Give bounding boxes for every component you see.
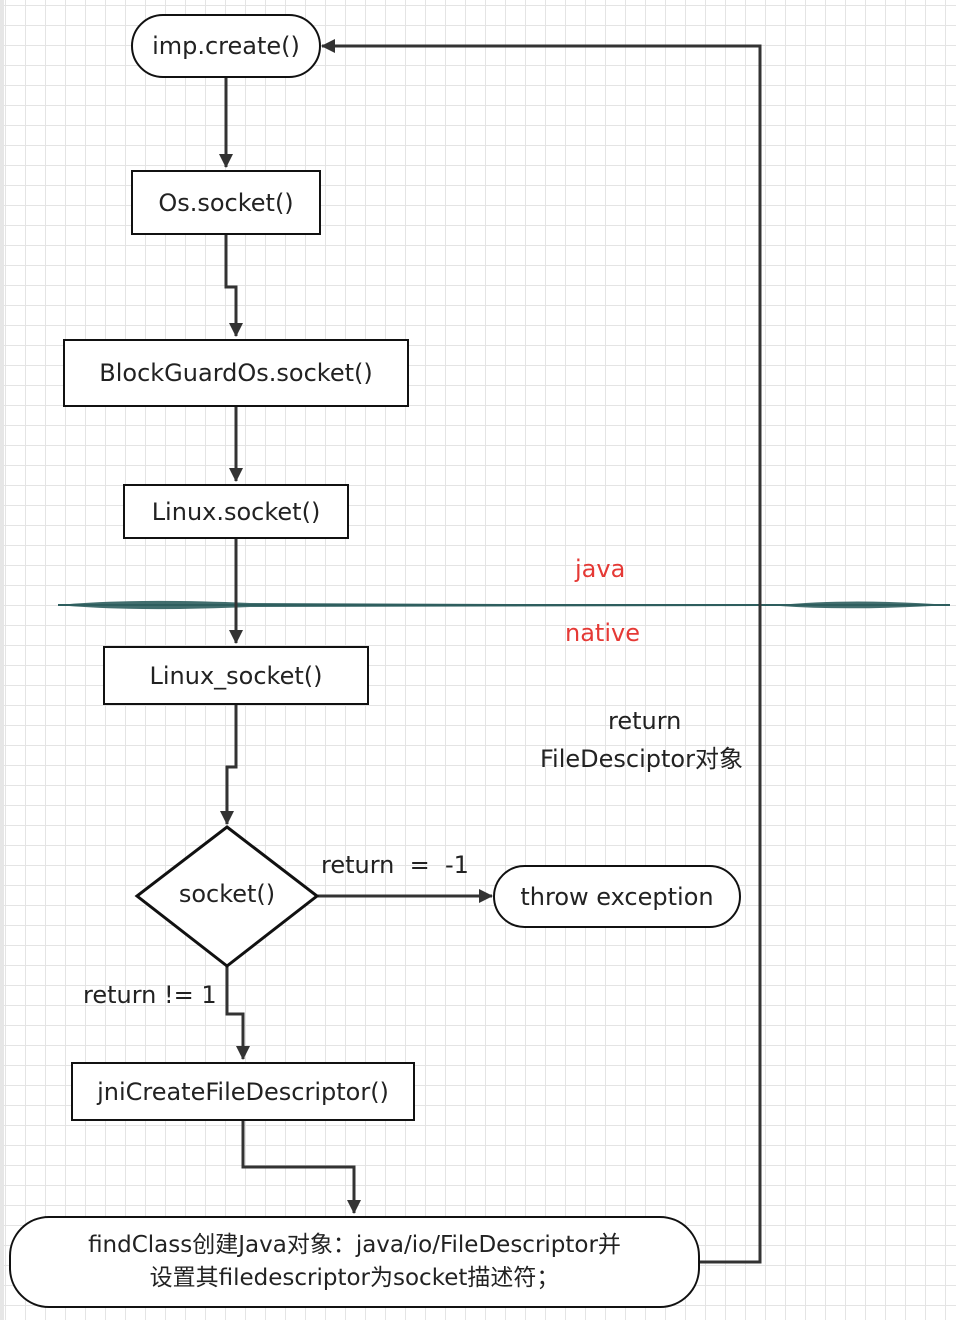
left-edge-strip: [0, 0, 4, 1320]
return-label-line1: return: [608, 707, 682, 735]
socket-decision-diamond: [134, 825, 320, 968]
return-label-line2: FileDesciptor对象: [540, 745, 743, 773]
edge-return-loop: [321, 39, 762, 1264]
os-socket-label: Os.socket(): [158, 188, 294, 217]
edge-native-to-decision: [220, 704, 238, 825]
jni-create-label: jniCreateFileDescriptor(): [97, 1077, 389, 1106]
return-minus-one-label: return = -1: [321, 851, 469, 879]
throw-exception-label: throw exception: [520, 882, 714, 911]
linux-socket-node[interactable]: Linux.socket(): [123, 484, 349, 539]
edge-decision-to-jni: [225, 966, 250, 1060]
native-layer-label: native: [565, 619, 640, 647]
throw-exception-node[interactable]: throw exception: [493, 865, 741, 928]
linux-native-socket-label: Linux_socket(): [149, 661, 323, 690]
return-not-one-label: return != 1: [83, 981, 217, 1009]
blockguard-socket-label: BlockGuardOs.socket(): [99, 359, 373, 387]
jni-create-node[interactable]: jniCreateFileDescriptor(): [71, 1062, 415, 1121]
java-layer-label: java: [575, 555, 626, 583]
imp-create-node[interactable]: imp.create(): [131, 14, 321, 78]
edge-os-to-blockguard: [224, 234, 243, 337]
blockguard-socket-node[interactable]: BlockGuardOs.socket(): [63, 339, 409, 407]
java-native-divider: [58, 600, 950, 610]
os-socket-node[interactable]: Os.socket(): [131, 170, 321, 235]
linux-socket-label: Linux.socket(): [151, 497, 321, 526]
linux-native-socket-node[interactable]: Linux_socket(): [103, 646, 369, 705]
find-class-label-line1: findClass创建Java对象：java/io/FileDescriptor…: [88, 1232, 621, 1258]
imp-create-label: imp.create(): [152, 32, 300, 60]
socket-decision-label: socket(): [178, 880, 276, 908]
find-class-label-line2: 设置其filedescriptor为socket描述符；: [149, 1265, 560, 1291]
find-class-node[interactable]: findClass创建Java对象：java/io/FileDescriptor…: [9, 1216, 700, 1308]
edge-jni-to-findclass: [241, 1120, 361, 1214]
